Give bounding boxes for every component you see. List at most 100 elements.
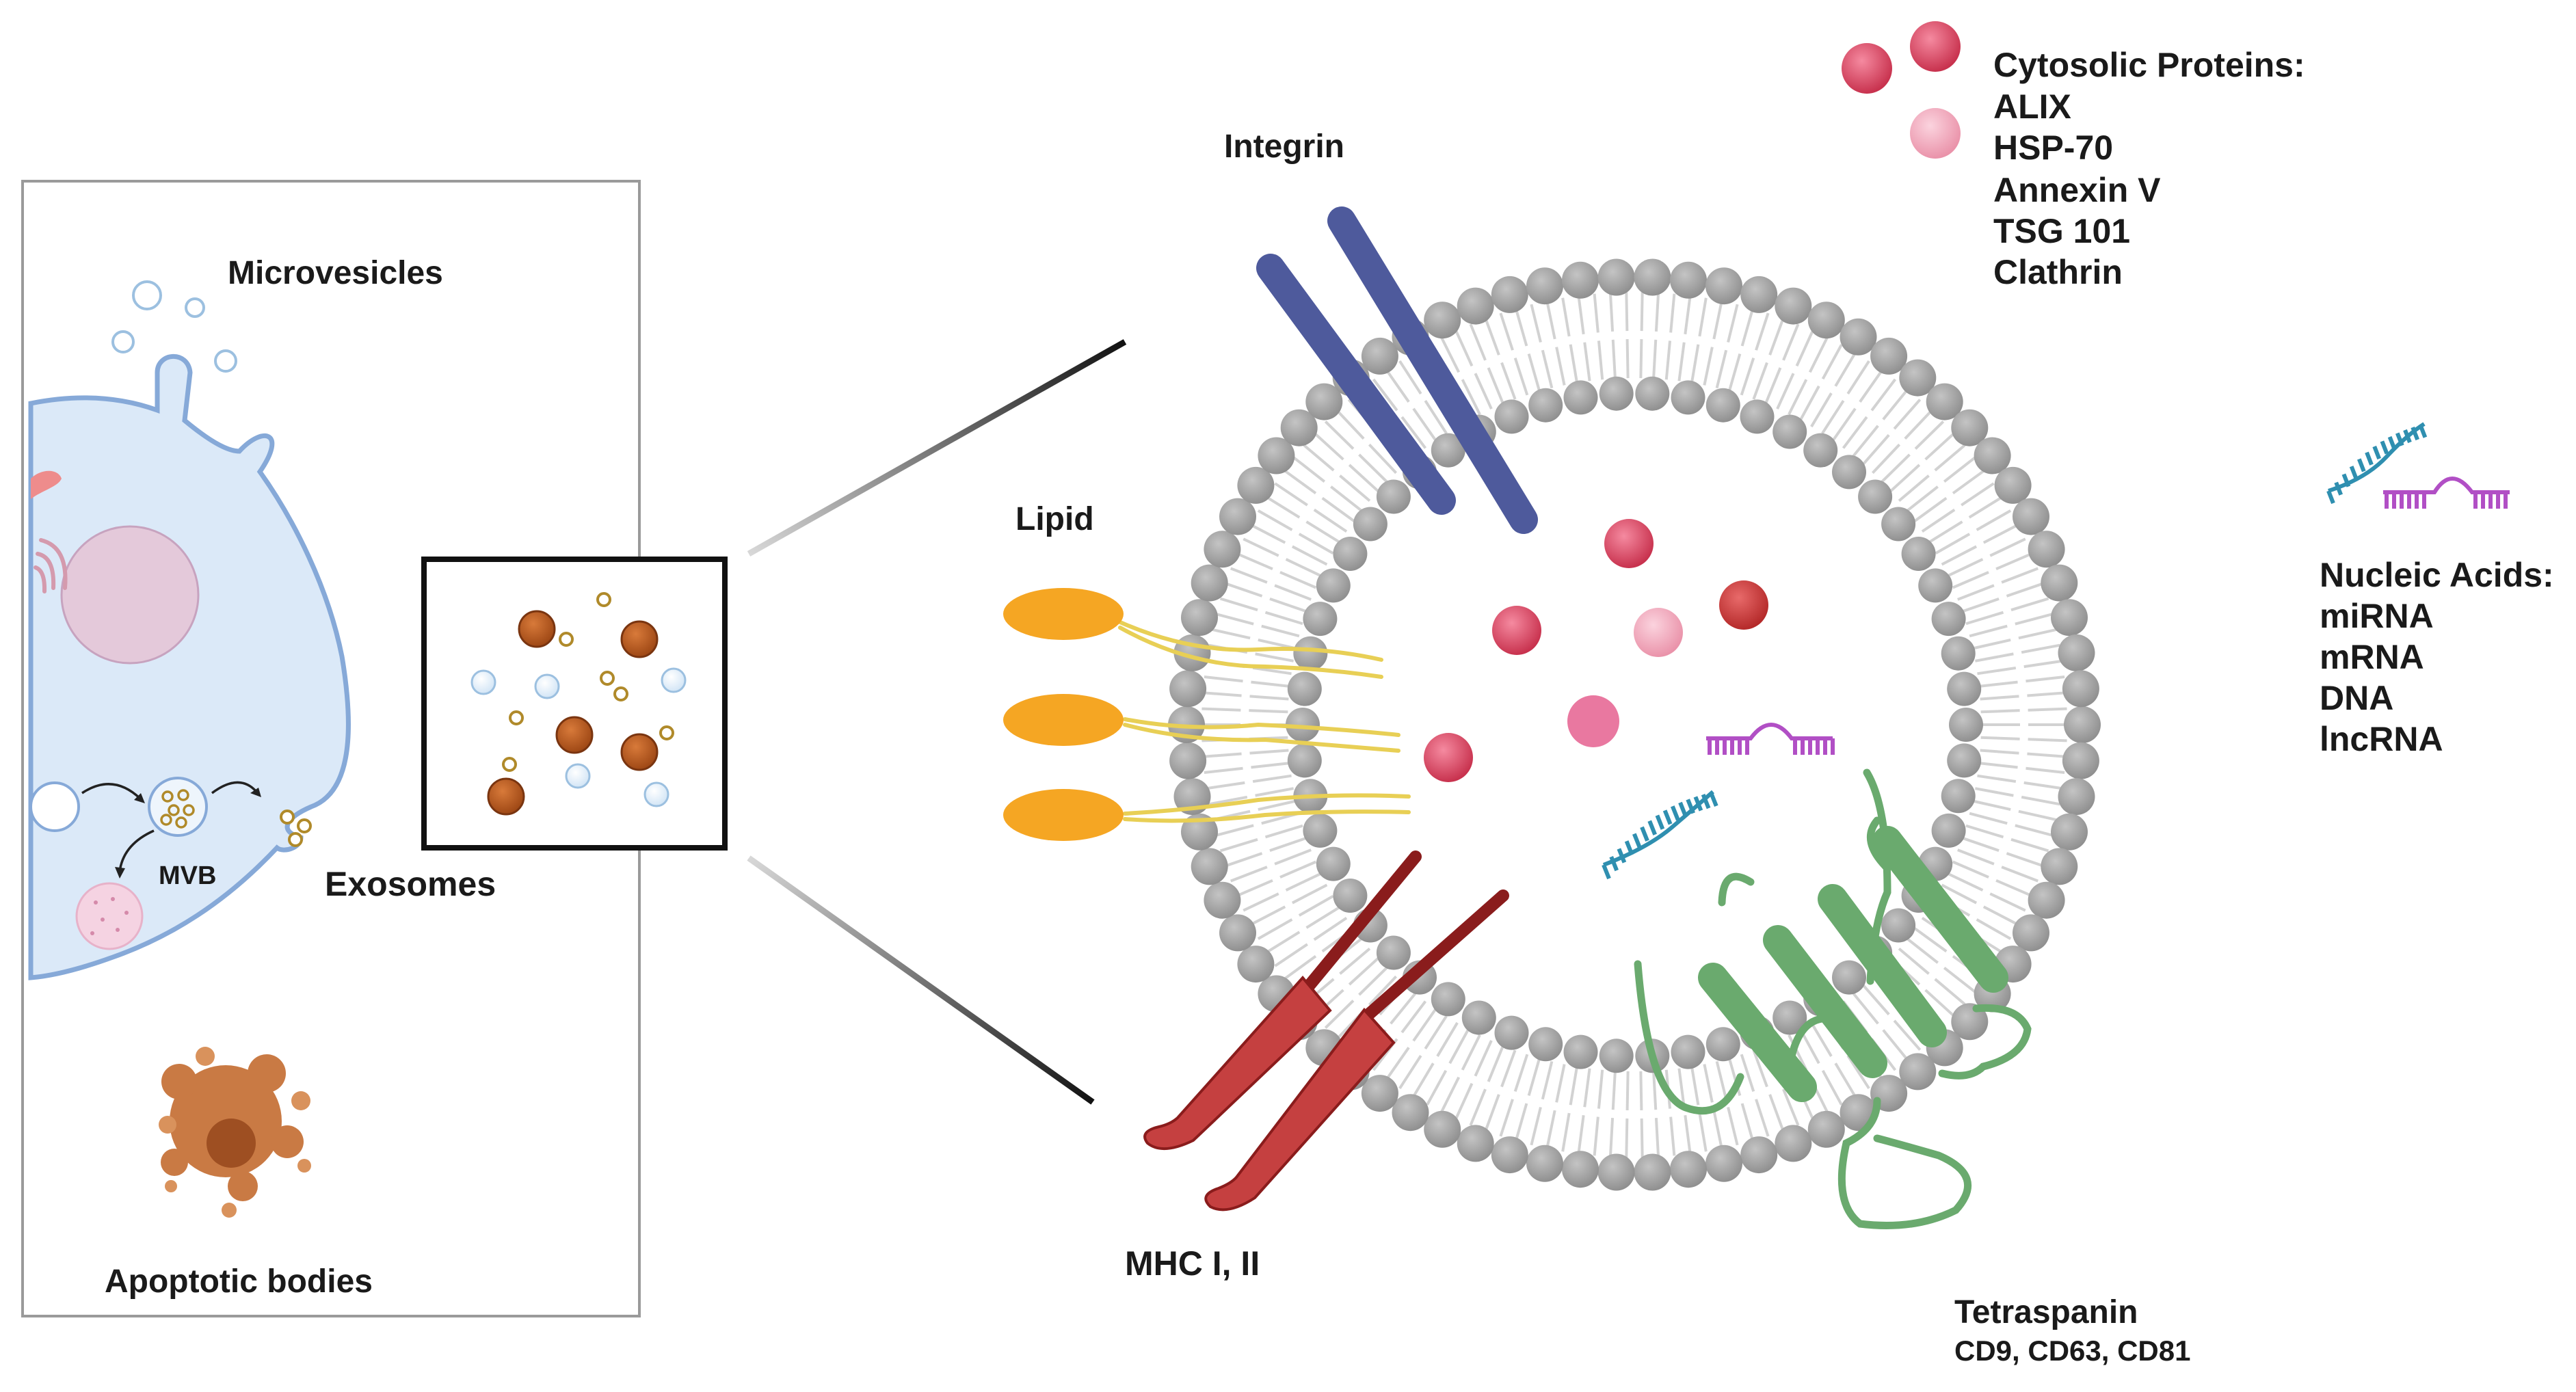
lipid-head (1287, 743, 1322, 778)
lipid-tail (1313, 432, 1344, 461)
lipid-tail (1798, 385, 1820, 421)
cytosolic-protein-item: Clathrin (1993, 253, 2123, 291)
lipid-head (1941, 636, 1976, 671)
lipid-tail (1487, 1045, 1505, 1082)
lipid-tail (1545, 300, 1556, 340)
lipid-tail (1740, 357, 1755, 396)
lipid-tail (1969, 812, 2008, 825)
arrowhead (115, 867, 125, 879)
lipid-head (1563, 380, 1598, 415)
label-lipid: Lipid (1015, 501, 1094, 537)
lipid-tail (1740, 1103, 1755, 1142)
lipid-tail (1893, 399, 1922, 430)
lipid-tail (1372, 378, 1398, 412)
lipid-tail (1727, 353, 1742, 392)
lipid-head (1305, 383, 1343, 420)
lipid-tail (1285, 872, 1322, 892)
lipid-tail (1952, 469, 1986, 495)
protein-dark (1604, 519, 1654, 568)
lipid-head (1634, 1153, 1671, 1191)
lipid-tail (1279, 571, 1317, 589)
lipid-tail (1285, 558, 1322, 578)
lipid-tail (2010, 597, 2049, 612)
lipid-tail (2006, 582, 2044, 598)
left-panel: Microvesicles MVB Exosomes Apoptotic bod… (21, 180, 641, 1317)
integrin (1256, 206, 1538, 534)
lipid-tail (1727, 1106, 1739, 1146)
lipid-tail (1989, 892, 2026, 912)
lipid-tail (1965, 824, 2004, 839)
lipid-head (1563, 1034, 1598, 1069)
lipid-tail (1862, 433, 1890, 466)
lipid-tail (1640, 292, 1644, 332)
lipid-head (1899, 1053, 1937, 1090)
lipid-tail (1474, 373, 1493, 410)
lipid-tail (1597, 1069, 1604, 1109)
lipid-tail (1810, 392, 1833, 428)
lipid-tail (1977, 774, 2017, 784)
lipid-tail (2023, 659, 2063, 669)
lipid-tail (1569, 1066, 1579, 1106)
lipid-tail (1608, 292, 1615, 332)
lipid-tail (1249, 709, 1288, 714)
lipid-head (1286, 708, 1320, 742)
lipid-tail (1303, 444, 1335, 472)
zoom-vesicles-small (502, 592, 674, 772)
lipid-tail (1436, 1021, 1459, 1057)
lipid-tail (1889, 464, 1921, 492)
lipid-tail (1252, 666, 1292, 675)
arrow-mvb-to-lysosome (118, 829, 155, 872)
cytosolic-proteins-heading: Cytosolic Proteins: (1993, 46, 2305, 84)
lipid-tail (1255, 652, 1294, 662)
lipid-tail (1225, 582, 1263, 598)
lipid-head (1219, 498, 1256, 535)
lipid-tail (1654, 292, 1660, 332)
protein-dark (1424, 733, 1473, 782)
lipid-tail (1274, 943, 1308, 967)
lipid-tail (1906, 485, 1939, 512)
lipid-tail (1664, 340, 1672, 380)
lipid-tail (1484, 1094, 1500, 1132)
lipid-tail (1703, 347, 1714, 386)
zoom-box (421, 557, 728, 851)
lipid-head (1772, 1000, 1807, 1035)
lipid-head (1293, 636, 1328, 671)
label-mhc: MHC I, II (1125, 1244, 1260, 1283)
lipid-tail (1859, 369, 1884, 403)
lipid-tail (1834, 351, 1857, 387)
lipid-tail (1978, 762, 2018, 769)
lipid-anchors (1003, 588, 1411, 841)
lipid-head (1562, 1151, 1599, 1188)
lipid-head (1457, 287, 1494, 325)
lipid-head (1671, 1034, 1705, 1069)
lipid-tail (1846, 1054, 1870, 1090)
lipid-tail (1913, 496, 1948, 522)
lipid-tail (1424, 399, 1448, 435)
lipid-head (2051, 813, 2088, 851)
lipid-tail (1541, 349, 1554, 389)
lipid-tail (2001, 567, 2039, 584)
lipid-tail (1283, 954, 1317, 980)
lipid-head (1191, 848, 1228, 885)
lipid-tail (1583, 1068, 1591, 1108)
lipid-tail (1292, 456, 1326, 483)
nucleic-acids-heading: Nucleic Acids: (2320, 556, 2554, 594)
lipid-tail (1261, 624, 1300, 638)
lipid-tail (1593, 293, 1599, 333)
lipid-tail (1230, 866, 1268, 883)
lipid-tail (1625, 292, 1629, 332)
lipid-tail (1269, 597, 1307, 613)
lipid-tail (1321, 496, 1355, 522)
lipid-tail (1204, 766, 1243, 775)
lipid-tails (1201, 292, 2067, 1157)
label-microvesicles: Microvesicles (228, 255, 443, 291)
lipid-tail (1358, 966, 1388, 996)
lipid-tail (1348, 464, 1379, 492)
lipid-head (1361, 1075, 1398, 1112)
lipid-tail (1324, 1000, 1355, 1029)
lipid-head (1803, 433, 1838, 468)
lipid-tail (1810, 1021, 1833, 1057)
lipid-tail (1795, 330, 1814, 367)
lipid-head (1562, 261, 1599, 299)
lipid-tail (1530, 1106, 1542, 1146)
